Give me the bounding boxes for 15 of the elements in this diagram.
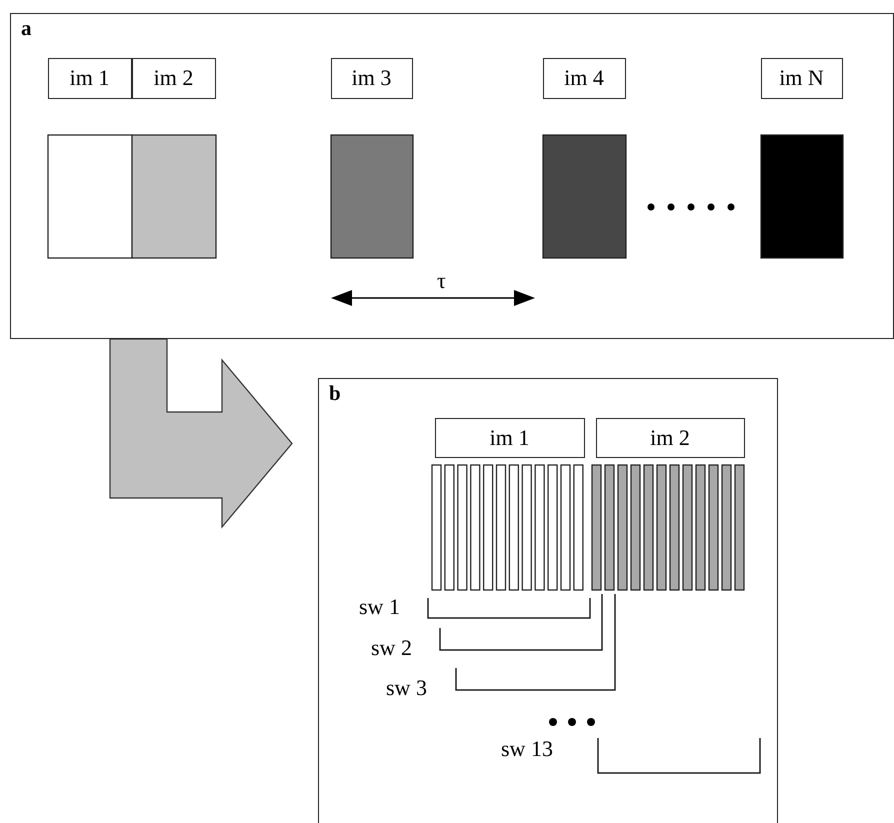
window-label: sw 3 <box>386 677 427 699</box>
image-label: im 1 <box>434 418 584 458</box>
window-label: sw 2 <box>371 637 412 659</box>
block-arrow <box>109 338 293 529</box>
window-label: sw 1 <box>359 596 400 618</box>
image-label: im 3 <box>330 58 412 98</box>
image-label: im 4 <box>542 58 626 98</box>
image-label: im 2 <box>132 58 216 98</box>
image-label: im 2 <box>596 418 744 458</box>
interval-label: τ <box>437 270 446 292</box>
panel-letter: a <box>21 16 32 41</box>
image-label: im N <box>760 58 842 98</box>
panel-letter: b <box>329 381 341 406</box>
image-label: im 1 <box>48 58 132 98</box>
window-label: sw 13 <box>501 738 553 760</box>
